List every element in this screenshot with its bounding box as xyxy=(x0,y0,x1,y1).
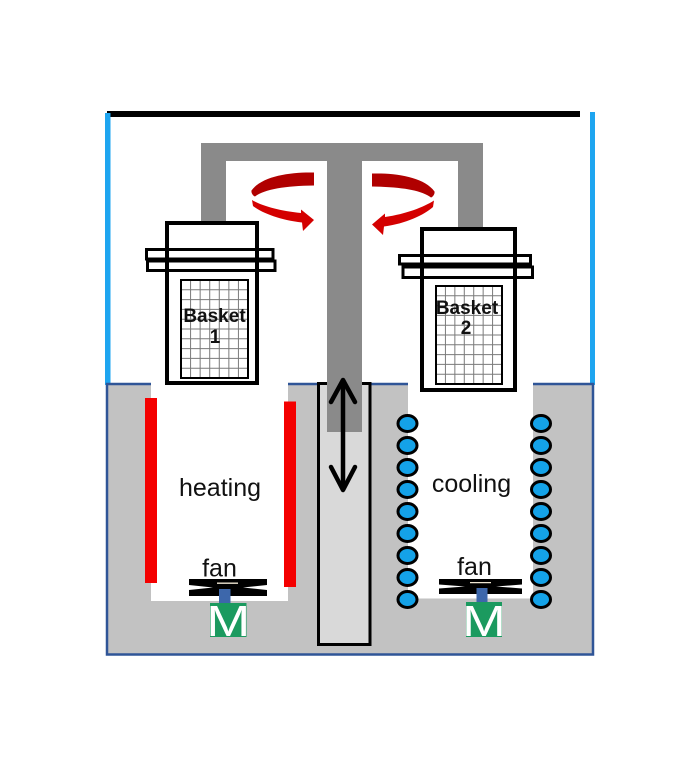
heating-fan-icon xyxy=(189,579,267,596)
cooling-coil-right-icon xyxy=(530,458,552,477)
enclosure-top-wall xyxy=(107,111,580,117)
heating-element-right-icon xyxy=(284,401,296,587)
lift-arrow-head-up xyxy=(328,377,358,405)
double-vertical-arrow-icon xyxy=(328,377,358,493)
basket-holder-2: Basket 2 xyxy=(398,227,534,392)
cooling-coil-left-icon xyxy=(396,568,419,587)
basket-2-number: 2 xyxy=(461,318,472,339)
cooling-fan-label: fan xyxy=(457,553,492,581)
cooling-coil-left-icon xyxy=(396,480,419,499)
cooling-chamber: cooling fan M xyxy=(396,382,552,646)
cooling-coil-left-icon xyxy=(396,436,419,455)
cooling-coil-left-icon xyxy=(396,414,419,433)
basket-holder-2-flange-lower xyxy=(401,265,534,279)
cooling-coil-right-icon xyxy=(530,590,552,609)
basket-holder-2-outline xyxy=(420,227,517,392)
cooling-fan-blades xyxy=(439,579,522,594)
basket-holder-1: Basket 1 xyxy=(145,221,277,385)
basket-1-label: Basket xyxy=(183,306,246,327)
cooling-chamber-cavity xyxy=(408,382,533,599)
heating-motor-label: M xyxy=(206,597,250,646)
mesh-border xyxy=(435,285,503,385)
mesh-border xyxy=(180,279,249,379)
cooling-motor-housing xyxy=(466,602,502,637)
heating-chamber-cavity xyxy=(151,382,288,601)
heating-chamber: heating fan M xyxy=(145,382,296,646)
cooling-coil-right-icon xyxy=(530,502,552,521)
cooling-coil-left-icon xyxy=(396,590,419,609)
rotation-arrow-left-lower-arc xyxy=(252,200,314,231)
arm-left-leg xyxy=(201,143,226,223)
enclosure-right-wall xyxy=(590,112,595,385)
basket-2-mesh xyxy=(435,285,503,385)
cooling-coil-left-icon xyxy=(396,524,419,543)
cooling-fan-icon xyxy=(439,579,522,594)
rotation-arrow-left-upper-arc xyxy=(251,172,314,197)
cooling-coil-group xyxy=(396,414,552,609)
rotation-arrow-left-icon xyxy=(251,172,314,231)
basket-holder-1-flange-upper xyxy=(145,248,275,261)
cooling-motor-shaft xyxy=(476,588,488,602)
cooling-coil-left-icon xyxy=(396,502,419,521)
basket-2-label: Basket xyxy=(436,298,499,319)
rotation-arrow-right-upper-arc xyxy=(372,173,435,198)
basket-holder-1-flange-lower xyxy=(146,259,277,272)
rotation-arrow-right-icon xyxy=(372,173,435,235)
upper-enclosure xyxy=(105,111,595,385)
cooling-coil-right-icon xyxy=(530,524,552,543)
cooling-coil-right-icon xyxy=(530,480,552,499)
lift-arrow-head-down xyxy=(328,464,358,493)
basket-holder-2-flange-upper xyxy=(398,254,532,266)
heating-label: heating xyxy=(179,474,261,502)
cooling-motor-icon: M xyxy=(462,597,506,646)
rotation-arrow-right-lower-arc xyxy=(372,200,434,235)
heating-motor-housing xyxy=(210,603,247,637)
cooling-coil-left-icon xyxy=(396,458,419,477)
heating-motor-shaft xyxy=(219,589,231,603)
cooling-coil-right-icon xyxy=(530,568,552,587)
heating-fan-blades xyxy=(189,579,267,596)
basket-holder-1-outline xyxy=(165,221,259,385)
basket-1-mesh xyxy=(180,279,249,379)
rotating-arm-frame xyxy=(201,143,483,432)
cooling-motor-label: M xyxy=(462,597,506,646)
basket-1-number: 1 xyxy=(210,327,221,348)
cooling-coil-right-icon xyxy=(530,546,552,565)
cooling-label: cooling xyxy=(432,470,511,498)
cooling-coil-left-icon xyxy=(396,546,419,565)
heating-fan-label: fan xyxy=(202,555,237,583)
heating-motor-icon: M xyxy=(206,597,250,646)
enclosure-left-wall xyxy=(105,113,111,385)
cooling-coil-right-icon xyxy=(530,414,552,433)
heating-element-left-icon xyxy=(145,398,157,583)
cooling-coil-right-icon xyxy=(530,436,552,455)
arm-right-leg xyxy=(458,143,483,231)
